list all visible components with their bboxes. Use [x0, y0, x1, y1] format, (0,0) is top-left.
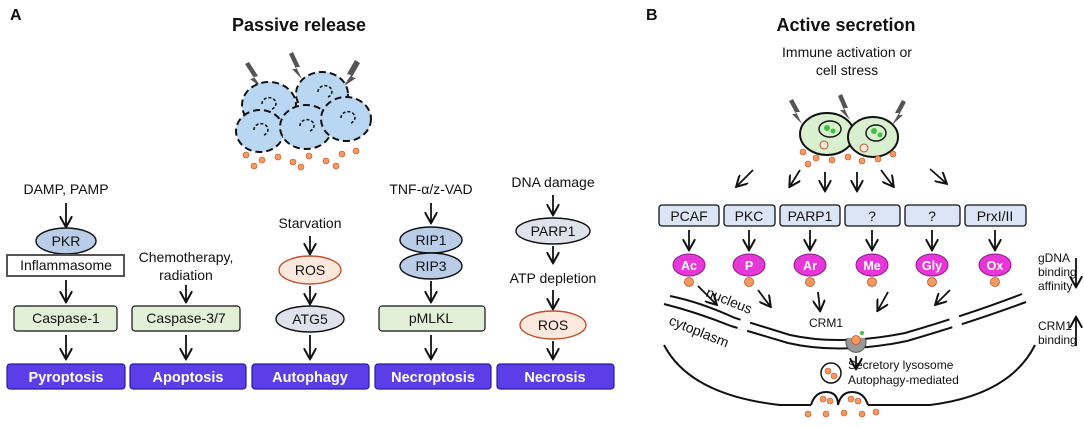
mod-acetylation-label: Ac — [681, 259, 697, 273]
outcome-necroptosis — [374, 363, 492, 390]
node-ros-necrosis-label: ROS — [538, 317, 568, 333]
outcome-pyroptosis-label: Pyroptosis — [29, 370, 104, 386]
node-ros-autophagy-label: ROS — [295, 262, 325, 278]
mod-oxidation-label: Ox — [987, 259, 1004, 273]
trigger-dna-damage: DNA damage — [511, 174, 594, 190]
enzyme-unknown-2 — [904, 204, 961, 227]
node-rip3 — [399, 252, 463, 280]
node-inflammasome — [6, 254, 125, 277]
outcome-autophagy — [251, 363, 370, 390]
crm1-exportin-icon — [845, 337, 867, 353]
gdna-label-2: binding — [1038, 265, 1077, 279]
crm1-binding-label-2: binding — [1038, 333, 1077, 347]
node-ros-necrosis — [519, 310, 587, 340]
mod-methylation — [855, 253, 889, 277]
trigger-starvation: Starvation — [278, 215, 341, 231]
mod-oxidation — [978, 253, 1012, 277]
mod-methylation-label: Me — [863, 259, 880, 273]
node-pmlkl — [378, 305, 486, 332]
mod-phosphorylation — [732, 253, 766, 277]
enzyme-unknown-1 — [844, 204, 901, 227]
enzyme-parp1 — [779, 204, 841, 227]
mod-adp-ribosylation-label: Ar — [803, 259, 817, 273]
node-pkr-label: PKR — [52, 233, 81, 249]
node-parp1-a — [515, 217, 591, 245]
outcome-pyroptosis — [6, 363, 126, 390]
trigger-radiation: radiation — [159, 267, 213, 283]
secretory-lysosome-icon — [820, 362, 842, 384]
node-parp1-a-label: PARP1 — [531, 223, 576, 239]
outcome-apoptosis — [129, 363, 247, 390]
modification-row: Ac P Ar Me Gly Ox — [672, 253, 1012, 287]
exocytosed-hmgb1-dots — [804, 395, 880, 418]
dying-cells-icon — [235, 71, 372, 153]
gdna-label-1: gDNA — [1038, 251, 1070, 265]
outcome-necrosis — [496, 363, 615, 390]
enzyme-pkc — [723, 204, 776, 227]
node-ros-autophagy — [278, 255, 342, 285]
node-atg5 — [275, 305, 345, 333]
panel-b-subtitle-1: Immune activation or — [782, 44, 912, 60]
node-rip1-label: RIP1 — [415, 232, 446, 248]
outcome-apoptosis-label: Apoptosis — [153, 370, 224, 386]
plasma-membrane — [663, 344, 1036, 406]
enzyme-parp1-label: PARP1 — [788, 208, 833, 224]
panel-b-subtitle-2: cell stress — [816, 62, 878, 78]
node-atp-depletion: ATP depletion — [510, 270, 597, 286]
outcome-necroptosis-label: Necroptosis — [391, 370, 475, 386]
mod-glycosylation — [915, 253, 949, 277]
crm1-label: CRM1 — [809, 316, 843, 330]
gdna-label-3: affinity — [1038, 279, 1072, 293]
lightning-icon — [245, 52, 360, 88]
mod-adp-ribosylation — [793, 253, 827, 277]
panel-a-letter: A — [10, 7, 22, 24]
cytoplasm-label: cytoplasm — [667, 312, 731, 350]
enzyme-pcaf-label: PCAF — [670, 208, 707, 224]
activated-cells-icon — [799, 112, 899, 158]
trigger-tnf-zvad: TNF-α/z-VAD — [389, 181, 472, 197]
released-hmgb1-dots — [242, 147, 360, 171]
node-inflammasome-label: Inflammasome — [20, 257, 112, 273]
crm1-binding-label-1: CRM1 — [1038, 319, 1072, 333]
enzyme-pkc-label: PKC — [735, 208, 764, 224]
enzyme-row: PCAF PKC PARP1 ? ? PrxI/II — [658, 204, 1027, 227]
node-rip3-label: RIP3 — [415, 258, 446, 274]
node-caspase-1-label: Caspase-1 — [32, 310, 100, 326]
panel-b-title: Active secretion — [776, 15, 915, 35]
enzyme-prx-label: PrxI/II — [977, 208, 1014, 224]
enzyme-prx — [964, 204, 1027, 227]
enzyme-unknown-2-label: ? — [928, 208, 936, 224]
panel-a-title: Passive release — [232, 15, 366, 35]
outcome-autophagy-label: Autophagy — [272, 370, 348, 386]
node-pmlkl-label: pMLKL — [409, 310, 454, 326]
enzyme-pcaf — [658, 204, 720, 227]
outcome-necrosis-label: Necrosis — [524, 370, 585, 386]
node-caspase-3-7 — [131, 305, 241, 332]
node-atg5-label: ATG5 — [292, 311, 328, 327]
lysosome-label: Secretory lysosome — [848, 358, 954, 372]
mod-phosphorylation-label: P — [745, 259, 753, 273]
node-caspase-1 — [13, 305, 118, 332]
enzyme-unknown-1-label: ? — [868, 208, 876, 224]
mod-glycosylation-label: Gly — [922, 259, 942, 273]
secreted-hmgb1-dots — [799, 148, 897, 168]
panel-b-letter: B — [646, 7, 658, 24]
mod-acetylation — [672, 253, 706, 277]
trigger-chemotherapy: Chemotherapy, — [139, 249, 234, 265]
trigger-damp-pamp: DAMP, PAMP — [23, 181, 108, 197]
autophagy-mediated-label: Autophagy-mediated — [848, 373, 959, 387]
lightning-icon — [789, 94, 906, 125]
node-caspase-3-7-label: Caspase-3/7 — [146, 310, 226, 326]
